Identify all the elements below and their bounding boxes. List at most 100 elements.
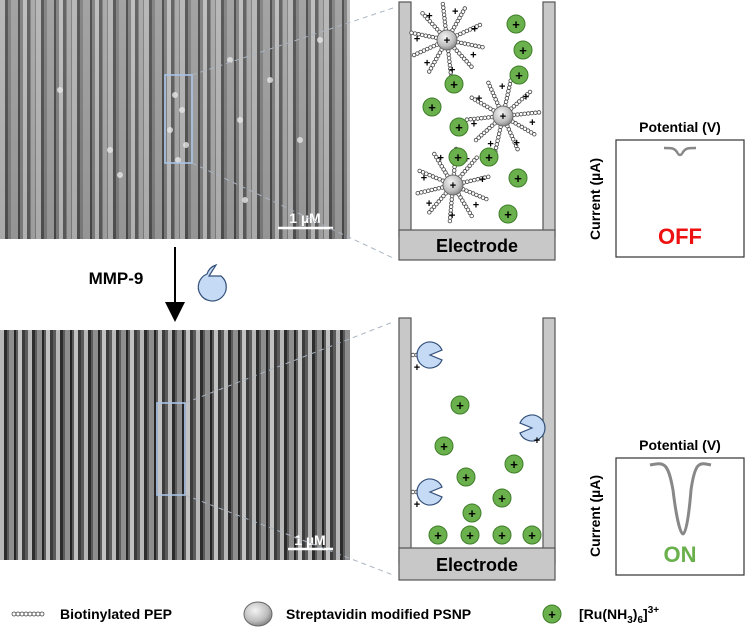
peptide-chain: [505, 123, 520, 152]
peptide-bead: [441, 12, 447, 17]
peptide-bead: [434, 201, 439, 207]
peptide-bead: [494, 142, 500, 147]
ru-charge: +: [440, 439, 448, 454]
peptide-chain: [450, 6, 468, 33]
sem-particle: [175, 157, 181, 163]
sem-particles: [57, 37, 323, 203]
peptide-bead: [472, 158, 477, 163]
peptide-bead: [485, 104, 490, 110]
plus-charge: +: [471, 23, 477, 35]
state-off-label: OFF: [658, 224, 702, 249]
peptide-bead: [469, 213, 474, 219]
peptide-bead: [503, 99, 509, 104]
sem-particle: [117, 172, 123, 178]
peptide-bead: [438, 196, 444, 201]
peptide-chain: [473, 121, 497, 143]
ru-complex: +: [460, 525, 480, 545]
peptide-chain-icon: [11, 611, 45, 617]
ru-charge: +: [528, 528, 536, 543]
sem-particle: [167, 127, 173, 133]
voltammogram-off: Potential (V) Current (µA) OFF: [587, 119, 745, 258]
psnp-sphere-icon: [243, 601, 273, 627]
peptide-bead: [430, 34, 435, 40]
peptide-bead: [452, 168, 457, 173]
voltammogram-curve: [649, 462, 712, 536]
peptide-bead: [467, 210, 473, 216]
sem-particle: [179, 107, 185, 113]
peptide-bead: [528, 130, 534, 135]
ru-circle: [444, 74, 464, 94]
plus-charge: +: [421, 173, 427, 185]
peptide-bead: [525, 128, 531, 133]
peptide-bead: [457, 15, 462, 21]
peptide-bead: [505, 92, 510, 97]
peptide-chain: [440, 1, 448, 32]
peptide-bead: [488, 106, 493, 111]
plus-charge: +: [424, 57, 430, 69]
peptide-bead: [431, 204, 437, 210]
peptide-bead: [449, 197, 454, 202]
mmp9-label: MMP-9: [89, 269, 144, 288]
peptide-bead: [460, 9, 466, 14]
peptide-bead: [469, 64, 474, 69]
peptide-bead: [479, 133, 484, 138]
ru-complex: +: [492, 525, 512, 545]
peptide-bead: [466, 61, 472, 67]
peptide-bead: [439, 164, 444, 169]
peptide-chain: [11, 611, 45, 617]
peptide-bead: [461, 56, 467, 61]
peptide-bead: [477, 22, 483, 28]
plus-charge: +: [414, 499, 420, 511]
peptide-bead: [441, 167, 446, 172]
legend: Biotinylated PEP Streptavidin modified P…: [11, 601, 659, 627]
ru-circle: [506, 14, 526, 34]
plus-charge: +: [449, 65, 455, 77]
peptide-bead: [434, 56, 439, 62]
graph-title: Potential (V): [639, 437, 721, 453]
ru-circle: [422, 97, 442, 117]
peptide-bead: [474, 155, 479, 160]
ru-circle: [498, 204, 518, 224]
peptide-bead: [411, 52, 417, 58]
ru-circle: [448, 147, 468, 167]
peptide-bead: [425, 16, 430, 21]
peptide-bead: [435, 53, 441, 59]
peptide-bead: [495, 138, 500, 144]
plus-charge: +: [487, 138, 493, 150]
peptide-bead: [435, 157, 441, 163]
ru-complex: +: [462, 503, 482, 523]
voltammogram-curve: [663, 146, 697, 157]
peptide-chain: [509, 89, 533, 111]
peptide-bead: [517, 99, 522, 104]
plus-charge: +: [449, 210, 455, 222]
peptide-chain: [411, 42, 440, 58]
legend-label: Streptavidin modified PSNP: [286, 606, 471, 622]
sem-particle: [57, 87, 63, 93]
ru-charge: +: [468, 506, 476, 521]
ru-charge: +: [515, 68, 523, 83]
legend-label: Biotinylated PEP: [60, 606, 172, 622]
peptide-bead: [469, 42, 475, 48]
sem-particle: [107, 147, 113, 153]
enzyme-body: [416, 478, 443, 506]
peptide-bead: [476, 135, 481, 140]
ru-charge: +: [510, 457, 518, 472]
ru-charge: +: [434, 528, 442, 543]
ru-complex: +: [428, 525, 448, 545]
peptide-bead: [529, 110, 535, 116]
peptide-bead: [440, 1, 446, 7]
peptide-chain: [493, 124, 503, 154]
ru-complex: +: [434, 436, 454, 456]
peptide-bead: [451, 25, 457, 30]
peptide-bead: [429, 207, 434, 212]
peptide-bead: [443, 170, 448, 175]
sem-particle: [227, 57, 233, 63]
mmp9-enzyme: [519, 414, 546, 442]
psnp-sphere: [492, 105, 514, 127]
peptide-bead: [19, 611, 25, 617]
peptide-bead: [454, 48, 460, 53]
ru-complex: +: [508, 168, 528, 188]
ru-circle: [428, 525, 448, 545]
peptide-bead: [415, 190, 420, 196]
peptide-bead: [459, 12, 464, 17]
